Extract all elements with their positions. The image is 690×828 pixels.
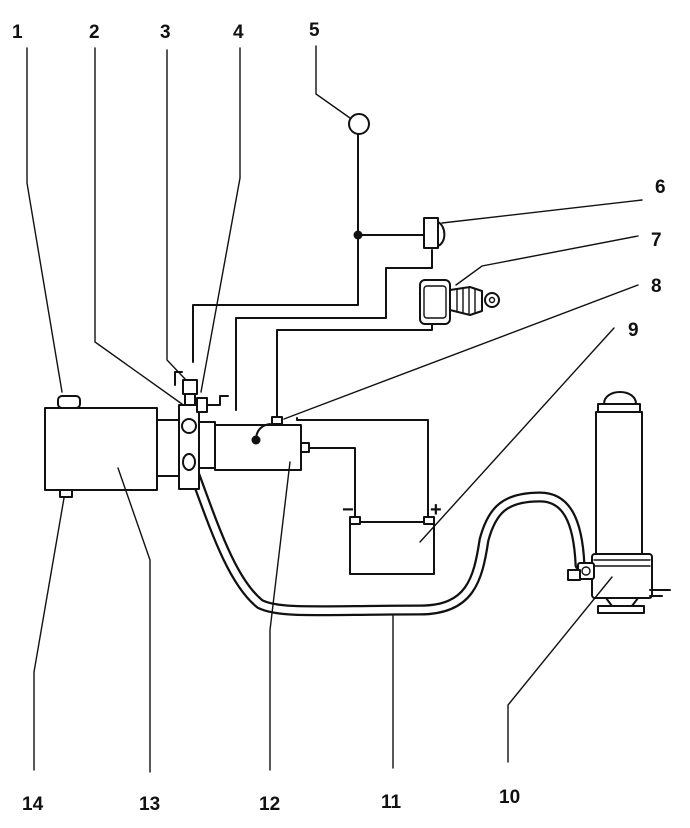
relief-valve: [182, 379, 198, 395]
electric-motor: [214, 416, 310, 471]
pump-head: [178, 379, 216, 490]
callout-1: 1: [12, 22, 23, 43]
callout-10: 10: [499, 787, 520, 808]
callout-12: 12: [259, 794, 280, 815]
check-valve: [196, 397, 208, 413]
limit-switch: [423, 217, 446, 249]
callout-8: 8: [651, 276, 662, 297]
control-switch: [419, 279, 500, 325]
callout-4: 4: [233, 22, 244, 43]
callout-labels: 1 2 3 4 5 6 7 8 9 10 11 12 13 14: [12, 20, 666, 815]
drain-plug: [59, 489, 73, 498]
callout-7: 7: [651, 230, 662, 251]
callout-13: 13: [139, 794, 160, 815]
callout-6: 6: [655, 177, 666, 198]
wire-junction: [353, 230, 363, 240]
warning-lamp: [348, 113, 370, 135]
callout-11: 11: [381, 792, 402, 813]
oil-reservoir: [44, 407, 180, 491]
callout-14: 14: [22, 794, 44, 815]
callout-9: 9: [628, 320, 639, 341]
hydraulic-cylinder: [567, 391, 671, 614]
filler-cap: [57, 395, 81, 409]
callout-3: 3: [160, 22, 171, 43]
callout-5: 5: [309, 20, 320, 41]
battery-negative-sign: −: [342, 499, 354, 521]
battery: − +: [342, 499, 442, 575]
hydraulic-hose: [184, 456, 586, 617]
motor-terminal: [271, 416, 283, 425]
battery-positive-sign: +: [430, 499, 442, 521]
callout-2: 2: [89, 22, 100, 43]
callout-leaders: [26, 45, 643, 773]
